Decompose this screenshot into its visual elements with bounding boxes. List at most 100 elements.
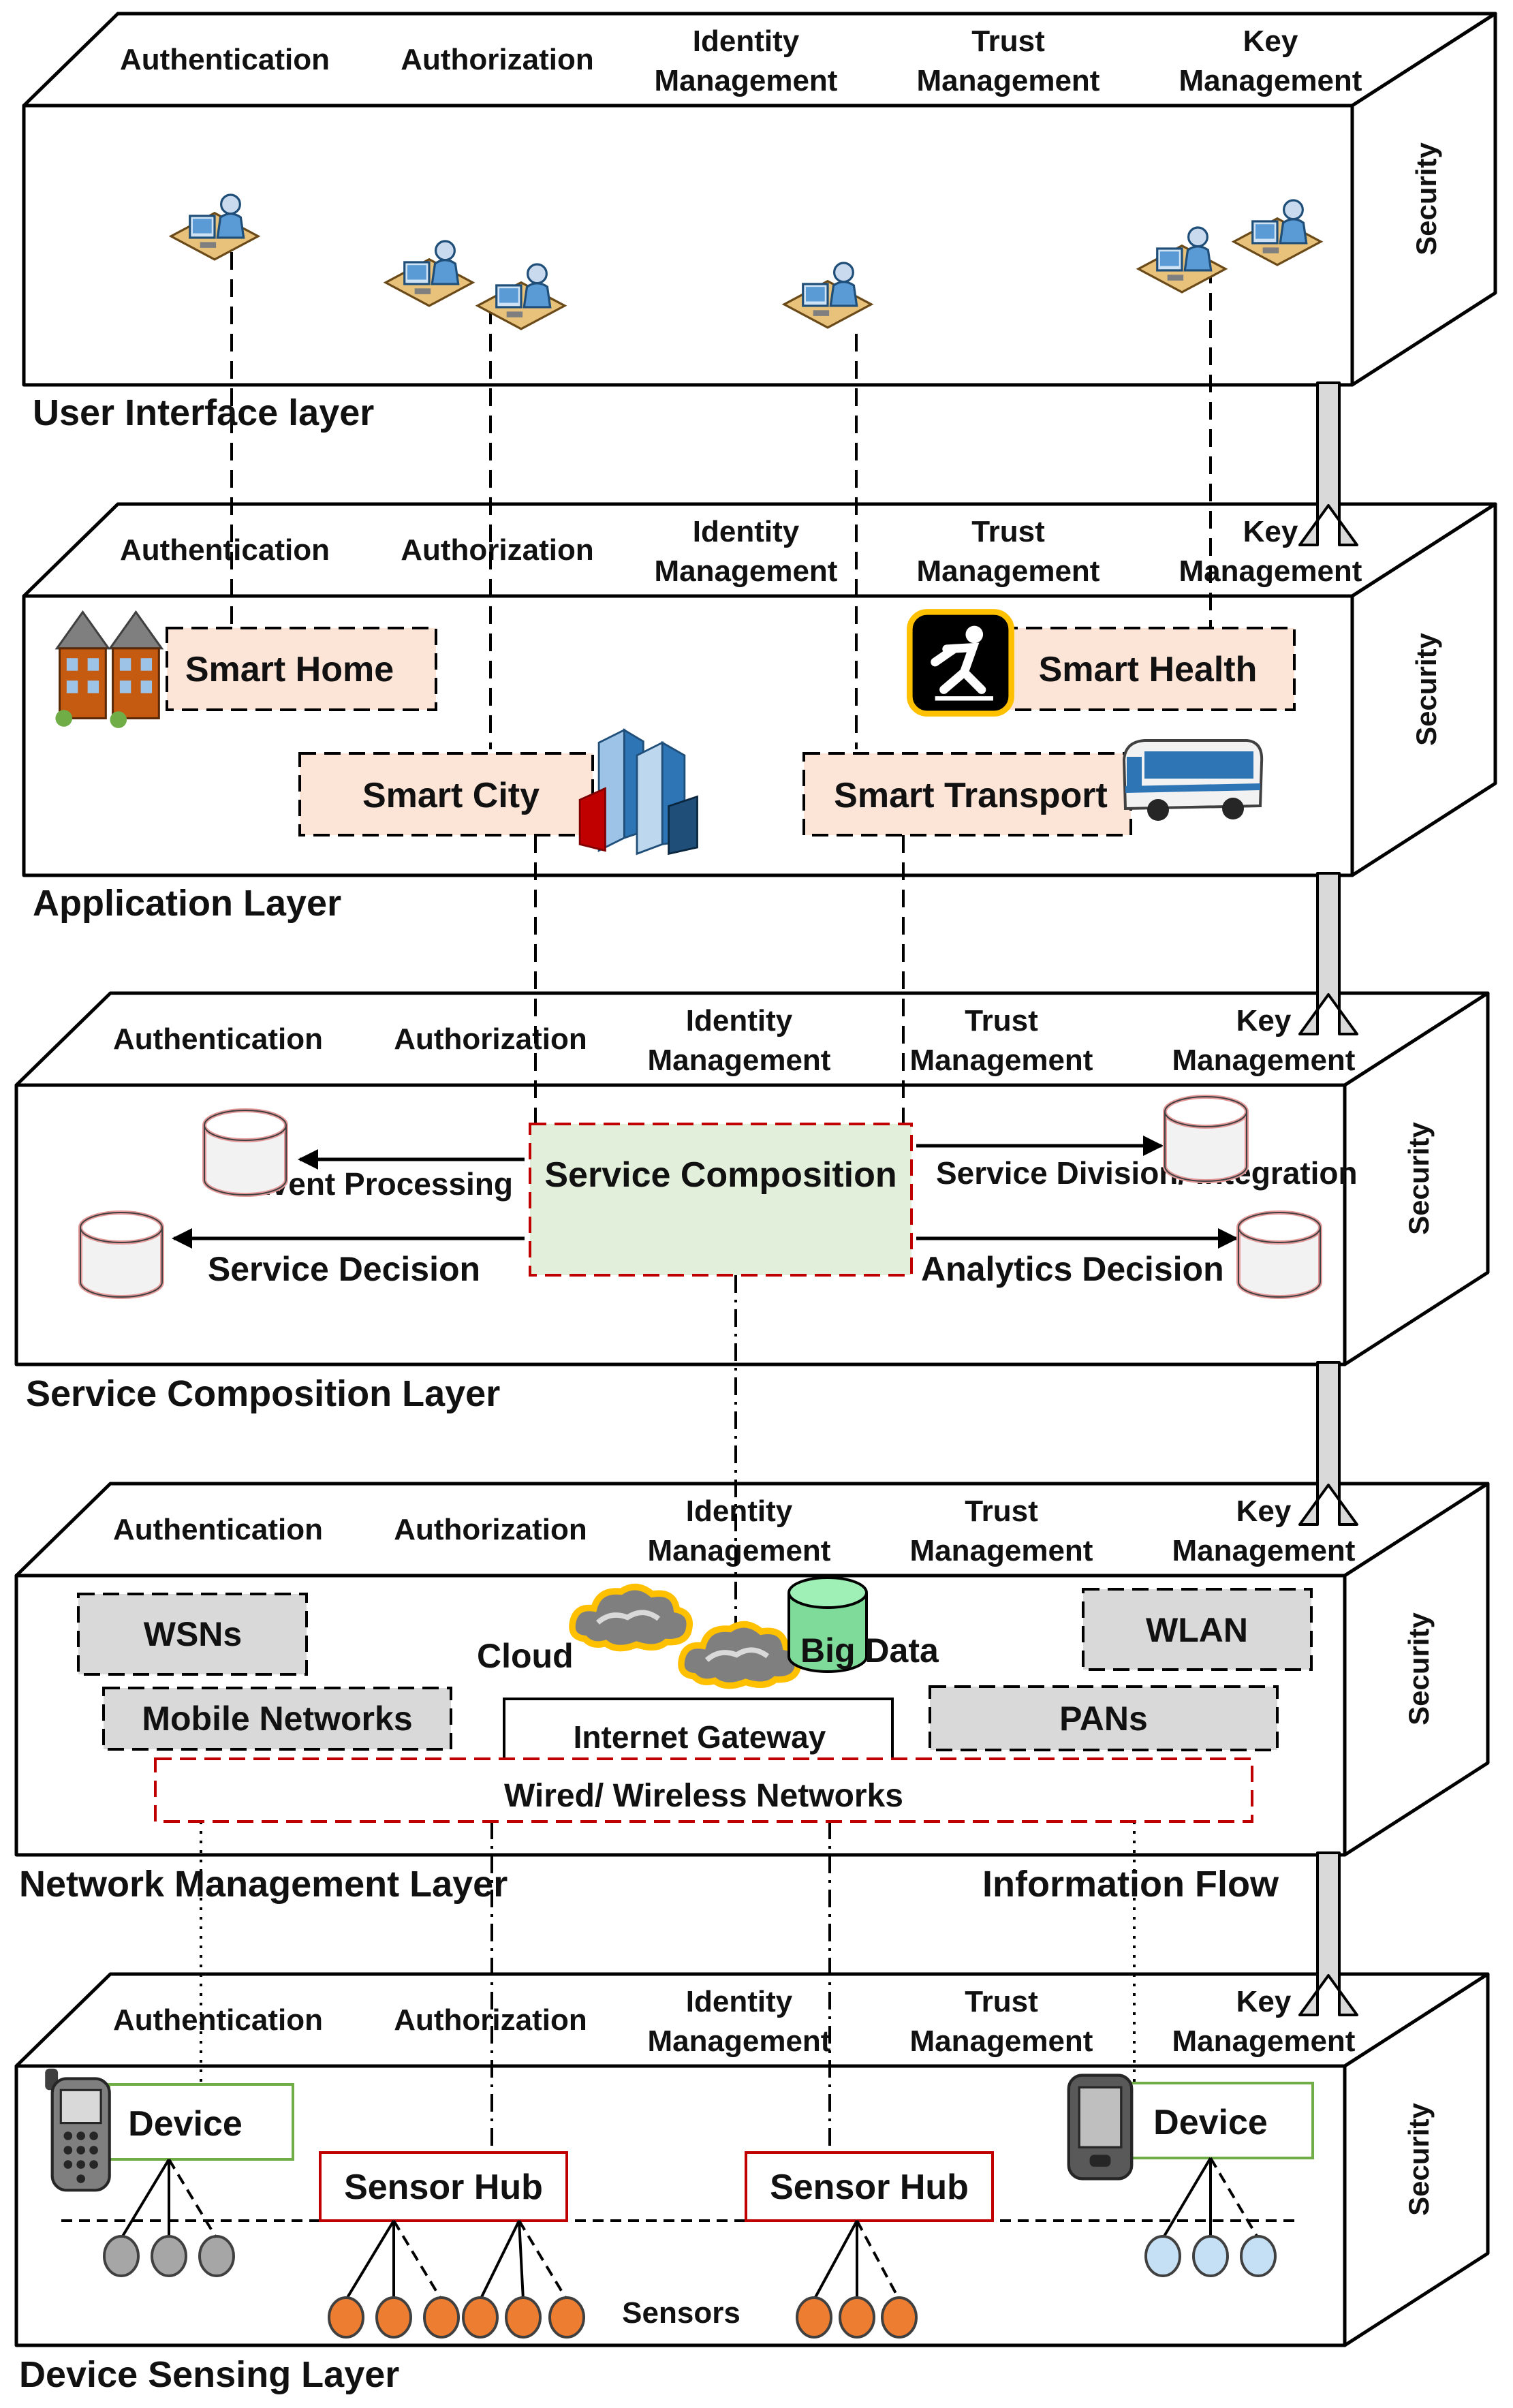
pans-label: PANs bbox=[1059, 1700, 1148, 1738]
smart-transport-label: Smart Transport bbox=[834, 776, 1108, 815]
security-topic-label: Authorization bbox=[401, 533, 594, 567]
sensor-icon bbox=[881, 2296, 918, 2339]
service-composition-label: Service Composition bbox=[544, 1155, 896, 1195]
security-label: Security bbox=[1410, 142, 1442, 255]
security-label: Security bbox=[1403, 1121, 1435, 1234]
pda-icon bbox=[1069, 2076, 1132, 2179]
layer-title-application: Application Layer bbox=[33, 883, 341, 924]
sensor-icon bbox=[1192, 2235, 1229, 2277]
sensor-link bbox=[518, 2220, 525, 2300]
layer-title-device-sensing: Device Sensing Layer bbox=[19, 2354, 399, 2395]
service-decision-label: Service Decision bbox=[208, 1250, 480, 1288]
service-composition-box bbox=[529, 1123, 913, 1277]
wsns-label: WSNs bbox=[144, 1615, 242, 1653]
information-flow-arrow bbox=[1298, 1851, 1358, 2016]
sensor-icon bbox=[103, 2235, 140, 2277]
smart-city-box bbox=[298, 752, 594, 836]
network-management-content: WSNs Mobile Networks Cloud Big Data Inte… bbox=[77, 1576, 1313, 1823]
security-topic-label: Authentication bbox=[120, 533, 330, 567]
device-label-left: Device bbox=[128, 2104, 243, 2144]
application-content: Smart Home Smart Health Smart City Smart… bbox=[54, 612, 1296, 855]
sensor-hub-label-left: Sensor Hub bbox=[344, 2168, 543, 2207]
information-flow-arrow bbox=[1298, 1361, 1358, 1526]
pans-box bbox=[929, 1685, 1279, 1751]
wired-wireless-networks-label: Wired/ Wireless Networks bbox=[504, 1778, 903, 1814]
sensor-link bbox=[1161, 2157, 1212, 2240]
sensor-hub-box-left bbox=[319, 2151, 568, 2222]
sensor-icon bbox=[423, 2296, 460, 2339]
mobile-networks-box bbox=[102, 1687, 452, 1751]
smart-home-label: Smart Home bbox=[185, 650, 394, 689]
sensor-hub-box-right bbox=[745, 2151, 994, 2222]
information-flow-label: Information Flow bbox=[982, 1864, 1279, 1905]
sensor-group bbox=[103, 2157, 1277, 2339]
device-box-right bbox=[1124, 2082, 1314, 2159]
information-flow-arrow bbox=[1298, 872, 1358, 1035]
sensor-icon bbox=[198, 2235, 235, 2277]
security-label: Security bbox=[1403, 2102, 1435, 2215]
security-topic-label: Authentication bbox=[113, 1022, 323, 1056]
database-icon bbox=[204, 1110, 286, 1195]
information-flow-arrows bbox=[1298, 381, 1358, 2016]
sensor-link bbox=[345, 2219, 395, 2301]
smart-health-box bbox=[1000, 627, 1296, 711]
connectors bbox=[200, 198, 1212, 2170]
sensor-icon bbox=[462, 2296, 499, 2339]
sensor-icon bbox=[375, 2296, 412, 2339]
sensor-icon bbox=[548, 2296, 585, 2339]
information-flow-arrow bbox=[1298, 381, 1358, 546]
wlan-box bbox=[1082, 1588, 1313, 1671]
wlan-label: WLAN bbox=[1146, 1611, 1248, 1649]
security-topic-label: Authentication bbox=[113, 2003, 323, 2037]
smart-city-label: Smart City bbox=[362, 776, 540, 815]
security-topic-label: Authorization bbox=[394, 1022, 587, 1056]
sensor-icon bbox=[328, 2296, 364, 2339]
sensor-link bbox=[1209, 2157, 1260, 2240]
sensor-icon bbox=[796, 2296, 832, 2339]
mobile-networks-label: Mobile Networks bbox=[142, 1700, 412, 1738]
sensor-icon bbox=[1144, 2235, 1181, 2277]
security-label: Security bbox=[1410, 632, 1442, 745]
layer-title-network-management: Network Management Layer bbox=[19, 1864, 508, 1905]
sensor-link bbox=[479, 2220, 520, 2300]
security-topic-label: Authorization bbox=[394, 1513, 587, 1546]
event-processing-label: Event Processing bbox=[250, 1166, 513, 1202]
sensor-link bbox=[392, 2219, 443, 2301]
service-composition-content: Service Composition Event Processing Ser… bbox=[80, 1097, 1358, 1297]
layer-title-service-composition: Service Composition Layer bbox=[26, 1373, 500, 1414]
sensor-link bbox=[168, 2158, 218, 2240]
sensors-label: Sensors bbox=[622, 2296, 740, 2330]
sensor-icon bbox=[1240, 2235, 1277, 2277]
internet-gateway-box bbox=[503, 1698, 894, 1768]
sensor-hub-label-right: Sensor Hub bbox=[770, 2168, 969, 2207]
wsns-box bbox=[77, 1593, 308, 1676]
sensor-icon bbox=[151, 2235, 187, 2277]
sensor-link bbox=[813, 2220, 858, 2300]
layer-front-face bbox=[22, 104, 1354, 387]
security-label: Security bbox=[1403, 1612, 1435, 1725]
big-data-cylinder bbox=[787, 1576, 868, 1673]
smart-health-label: Smart Health bbox=[1039, 650, 1258, 689]
sensor-link bbox=[856, 2220, 901, 2300]
skater-icon bbox=[909, 612, 1011, 713]
wired-wireless-networks-box bbox=[154, 1757, 1253, 1823]
security-topic-label: Authentication bbox=[120, 43, 330, 76]
big-data-label: Big Data bbox=[800, 1631, 939, 1670]
sensor-link bbox=[120, 2158, 170, 2240]
